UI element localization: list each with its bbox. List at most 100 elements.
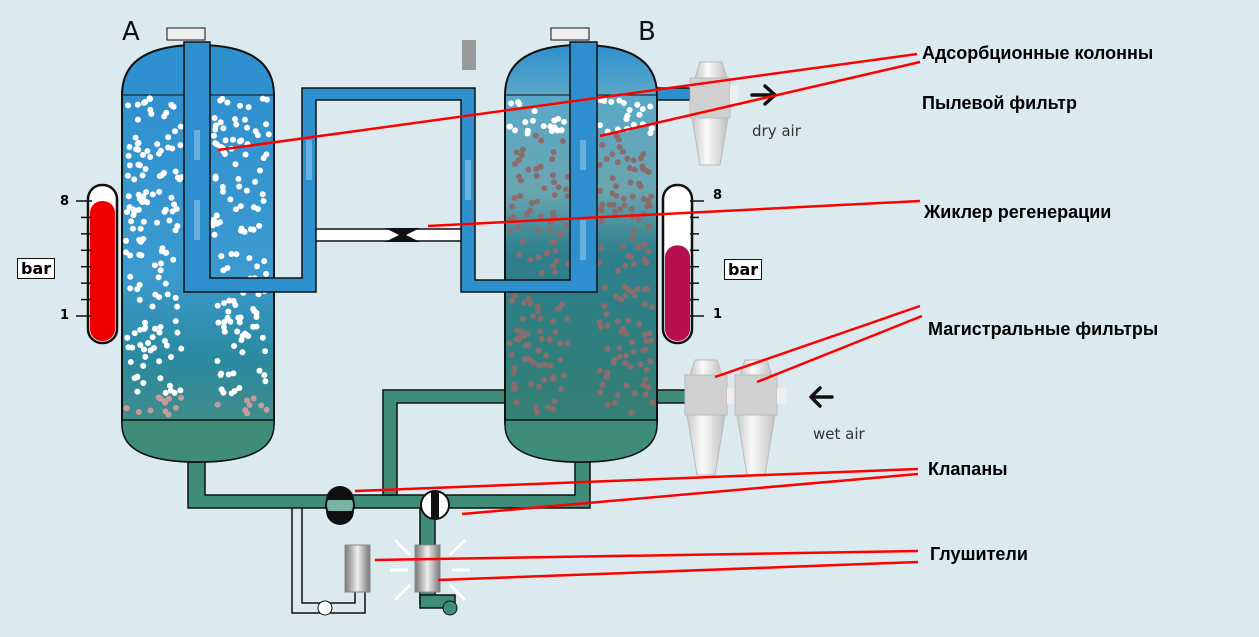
desiccant-bead [515, 99, 522, 106]
desiccant-bead [164, 291, 171, 298]
desiccant-bead [538, 137, 545, 144]
desiccant-bead [531, 108, 538, 115]
desiccant-bead [170, 103, 177, 110]
desiccant-bead [169, 208, 176, 215]
desiccant-bead [518, 328, 525, 335]
desiccant-bead [136, 296, 143, 303]
desiccant-bead [557, 386, 564, 393]
desiccant-bead [528, 380, 535, 387]
desiccant-bead [220, 267, 227, 274]
desiccant-bead [221, 151, 228, 158]
desiccant-bead [550, 172, 557, 179]
desiccant-bead [550, 179, 557, 186]
tank-b-label: B [638, 17, 656, 47]
desiccant-bead [537, 315, 544, 322]
desiccant-bead [525, 342, 532, 349]
desiccant-bead [614, 392, 621, 399]
desiccant-bead [636, 320, 643, 327]
desiccant-bead [236, 183, 243, 190]
desiccant-bead [620, 99, 627, 106]
desiccant-bead [649, 399, 656, 406]
desiccant-bead [555, 184, 562, 191]
desiccant-bead [130, 211, 137, 218]
desiccant-bead [645, 384, 652, 391]
desiccant-bead [648, 337, 655, 344]
desiccant-bead [630, 348, 637, 355]
desiccant-bead [142, 165, 149, 172]
desiccant-bead [637, 361, 644, 368]
desiccant-bead [242, 407, 249, 414]
silencer-exhaust-burst [390, 538, 470, 602]
desiccant-bead [557, 230, 564, 237]
desiccant-bead [641, 332, 648, 339]
desiccant-bead [641, 241, 648, 248]
desiccant-bead [561, 118, 568, 125]
desiccant-bead [550, 149, 557, 156]
desiccant-bead [646, 202, 653, 209]
desiccant-bead [171, 128, 178, 135]
desiccant-bead [174, 329, 181, 336]
desiccant-bead [557, 340, 564, 347]
desiccant-bead [640, 382, 647, 389]
desiccant-bead [537, 213, 544, 220]
desiccant-bead [131, 375, 138, 382]
desiccant-bead [510, 370, 517, 377]
desiccant-bead [615, 136, 622, 143]
desiccant-bead [124, 209, 131, 216]
desiccant-bead [622, 292, 629, 299]
pressure-level-fill [665, 245, 690, 341]
desiccant-bead [631, 166, 638, 173]
regeneration-line [315, 228, 462, 242]
desiccant-bead [598, 207, 605, 214]
desiccant-bead [162, 408, 169, 415]
valve-icon[interactable] [325, 486, 355, 525]
desiccant-bead [254, 132, 261, 139]
desiccant-bead [211, 114, 218, 121]
desiccant-bead [550, 263, 557, 270]
desiccant-bead [140, 379, 147, 386]
pressure-gauge-a [76, 183, 119, 345]
desiccant-bead [263, 121, 270, 128]
silencer-icon [414, 544, 441, 593]
desiccant-bead [640, 165, 647, 172]
pipe-highlights [194, 130, 586, 260]
desiccant-bead [634, 101, 641, 108]
desiccant-bead [172, 294, 179, 301]
desiccant-bead [162, 389, 169, 396]
desiccant-bead [260, 198, 267, 205]
desiccant-bead [137, 326, 144, 333]
desiccant-bead [564, 316, 571, 323]
desiccant-bead [219, 184, 226, 191]
desiccant-bead [136, 251, 143, 258]
desiccant-bead [212, 140, 219, 147]
desiccant-bead [236, 102, 243, 109]
desiccant-bead [647, 130, 654, 137]
desiccant-bead [162, 206, 169, 213]
desiccant-bead [252, 178, 259, 185]
desiccant-bead [557, 356, 564, 363]
desiccant-bead [172, 404, 179, 411]
desiccant-bead [243, 187, 250, 194]
desiccant-bead [536, 383, 543, 390]
desiccant-bead [140, 99, 147, 106]
desiccant-bead [554, 127, 561, 134]
desiccant-bead [171, 201, 178, 208]
desiccant-bead [157, 324, 164, 331]
main-filter-icon [684, 359, 728, 476]
desiccant-bead [227, 318, 234, 325]
desiccant-bead [527, 300, 534, 307]
desiccant-bead [221, 328, 228, 335]
valve-icon[interactable] [420, 490, 450, 520]
desiccant-bead [615, 267, 622, 274]
desiccant-bead [534, 198, 541, 205]
desiccant-bead [262, 348, 269, 355]
desiccant-bead [626, 165, 633, 172]
desiccant-bead [136, 236, 143, 243]
desiccant-bead [549, 155, 556, 162]
desiccant-bead [166, 217, 173, 224]
desiccant-bead [136, 162, 143, 169]
desiccant-bead [246, 401, 253, 408]
desiccant-bead [163, 109, 170, 116]
desiccant-bead [127, 252, 134, 259]
desiccant-bead [624, 286, 631, 293]
